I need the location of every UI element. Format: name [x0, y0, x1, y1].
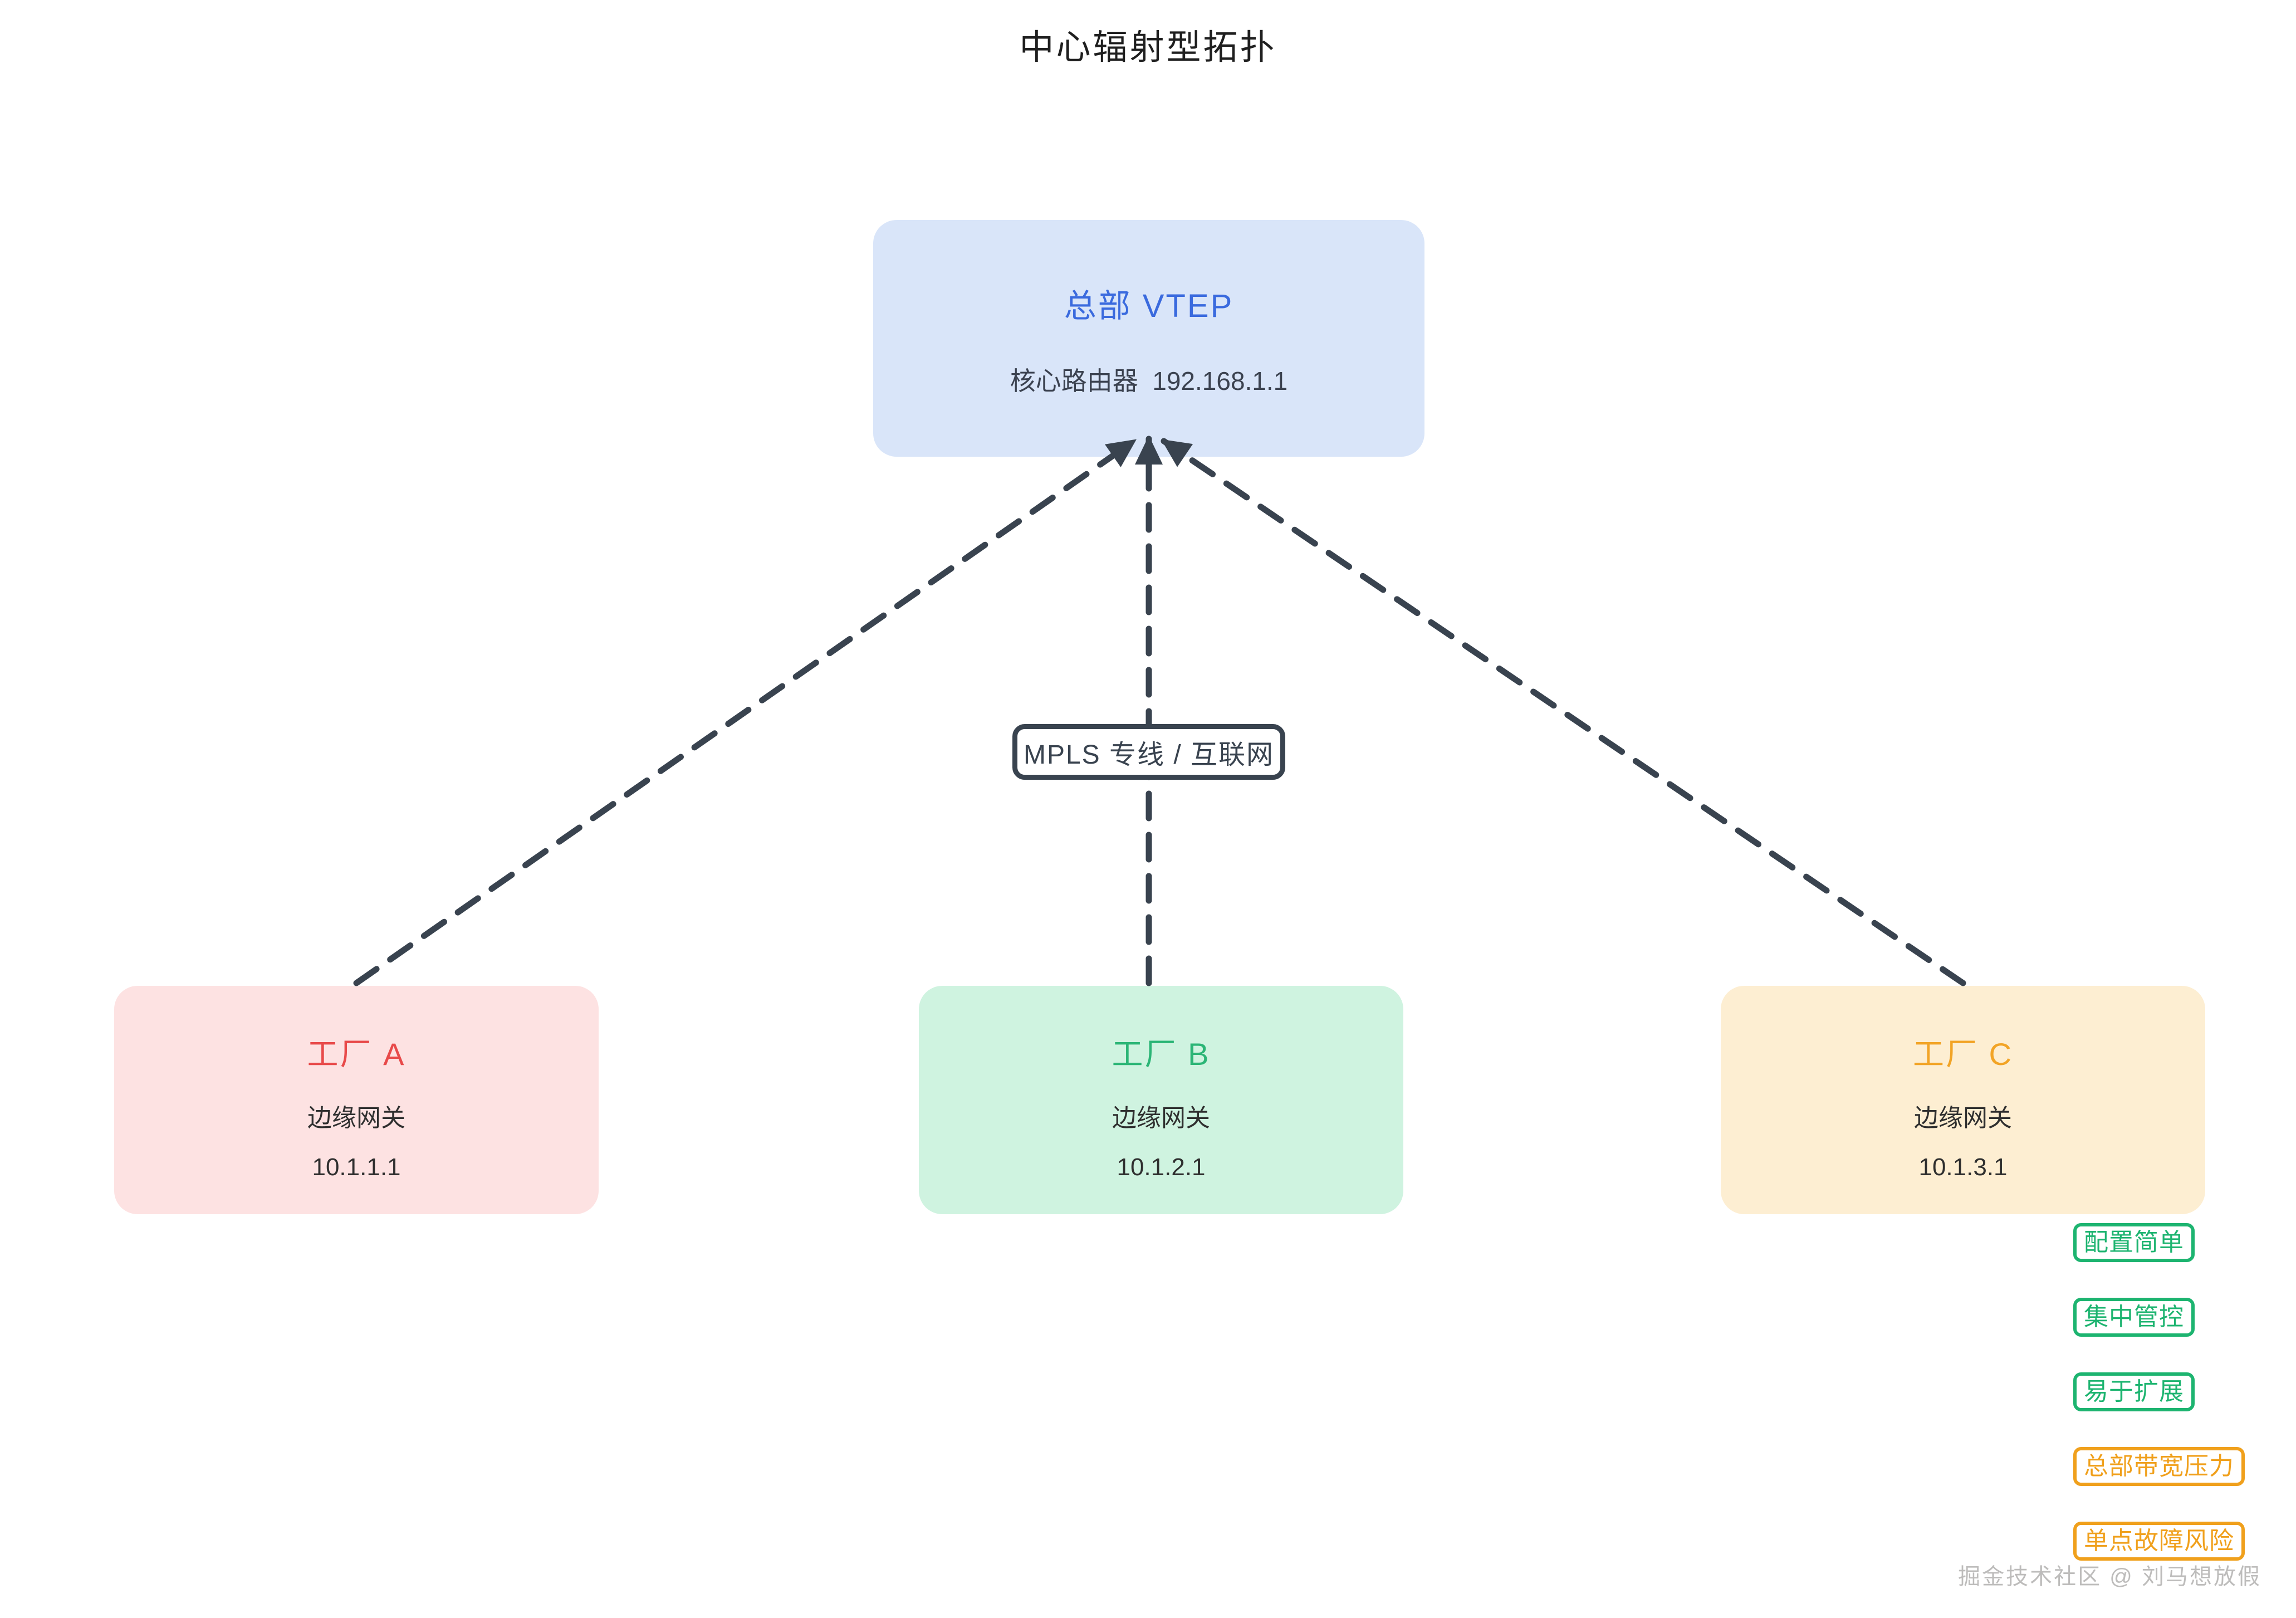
hub-subtitle: 核心路由器 192.168.1.1	[1010, 366, 1288, 395]
factory-b-title: 工厂 B	[1112, 1036, 1211, 1072]
factory-c-ip: 10.1.3.1	[1918, 1153, 2008, 1181]
factory-c-title: 工厂 C	[1913, 1036, 2013, 1072]
link-factory-a-to-hub	[353, 438, 1137, 986]
node-factory-a: 工厂 A 边缘网关 10.1.1.1	[114, 986, 599, 1214]
badge-hq-bandwidth-pressure: 总部带宽压力	[2073, 1447, 2245, 1486]
factory-a-title: 工厂 A	[307, 1036, 406, 1072]
factory-b-role: 边缘网关	[1112, 1104, 1210, 1132]
badge-central-control: 集中管控	[2073, 1298, 2195, 1337]
link-factory-c-to-hub	[1161, 438, 1966, 986]
factory-b-ip: 10.1.2.1	[1117, 1153, 1206, 1181]
badge-easy-expand: 易于扩展	[2073, 1372, 2195, 1411]
badge-single-point-risk: 单点故障风险	[2073, 1522, 2245, 1561]
page-title: 中心辐射型拓扑	[1019, 28, 1277, 67]
badge-easy-config: 配置简单	[2073, 1223, 2195, 1262]
node-hub-vtep: 总部 VTEP 核心路由器 192.168.1.1	[873, 220, 1424, 457]
badge-list: 配置简单 集中管控 易于扩展 总部带宽压力 单点故障风险	[2073, 1223, 2245, 1561]
node-factory-b: 工厂 B 边缘网关 10.1.2.1	[919, 986, 1403, 1214]
factory-c-role: 边缘网关	[1914, 1104, 2012, 1132]
hub-title: 总部 VTEP	[1064, 287, 1234, 324]
watermark: 掘金技术社区 @ 刘马想放假	[1958, 1565, 2261, 1589]
link-label-mpls: MPLS 专线 / 互联网	[1012, 724, 1285, 780]
node-factory-c: 工厂 C 边缘网关 10.1.3.1	[1721, 986, 2205, 1214]
factory-a-ip: 10.1.1.1	[312, 1153, 401, 1181]
factory-a-role: 边缘网关	[307, 1104, 405, 1132]
